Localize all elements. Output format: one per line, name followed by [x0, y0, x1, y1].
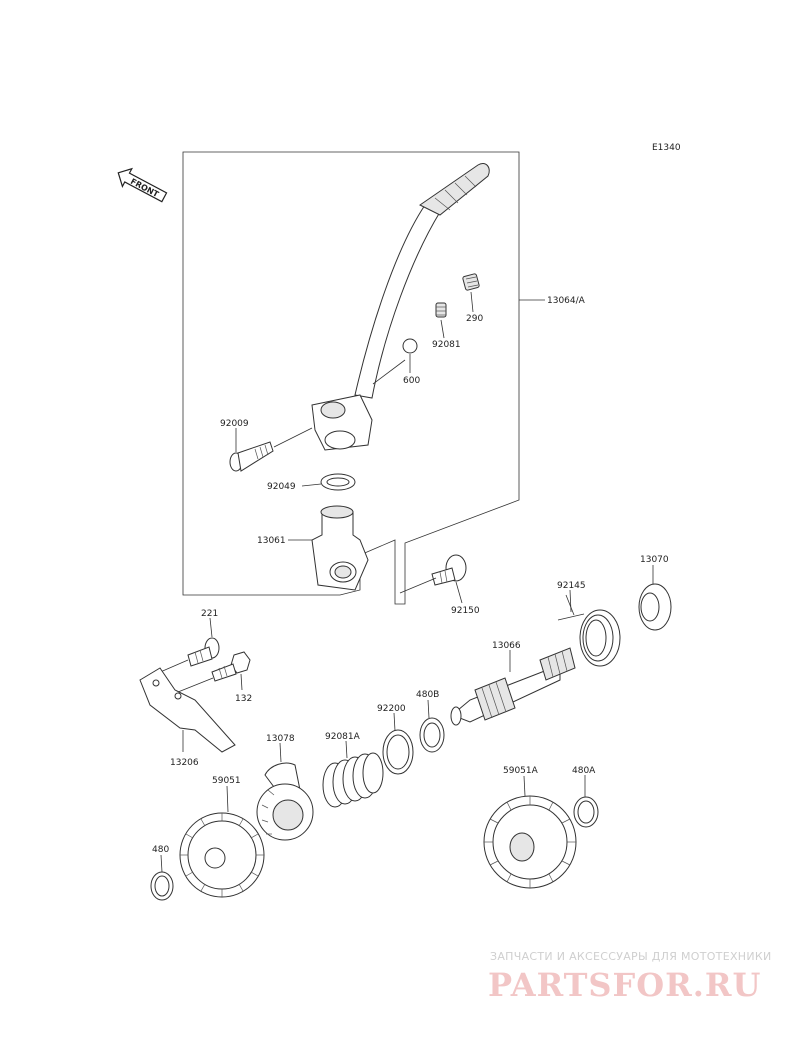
circlip-480 [150, 871, 174, 901]
ratchet-13078 [256, 762, 314, 841]
label-92081A: 92081A [325, 732, 361, 742]
spring-92081A [322, 752, 384, 808]
label-13064A: 13064/A [547, 296, 586, 306]
washer-92200 [382, 729, 414, 775]
label-92150: 92150 [451, 606, 480, 616]
spring-92081 [435, 302, 447, 318]
circlip-480B [419, 717, 445, 753]
boss-13061 [311, 505, 369, 591]
front-arrow-label: FRONT [129, 177, 161, 200]
spring-92145 [557, 594, 621, 667]
label-480: 480 [152, 845, 169, 855]
label-13078: 13078 [266, 734, 295, 744]
bolt-221 [187, 637, 220, 667]
gear-59051 [179, 812, 265, 898]
label-92200: 92200 [377, 704, 406, 714]
label-59051: 59051 [212, 776, 241, 786]
label-480A: 480A [572, 766, 596, 776]
label-92081: 92081 [432, 340, 461, 350]
watermark-logo: PARTSFOR.RU [488, 966, 762, 1004]
diagram-code: E1340 [652, 143, 681, 153]
label-132: 132 [235, 694, 252, 704]
label-92145: 92145 [557, 581, 586, 591]
gear-59051A [483, 795, 577, 889]
cap-290 [462, 273, 480, 291]
bolt-92009 [229, 441, 274, 472]
front-arrow-icon: FRONT [117, 167, 168, 203]
ball-600 [402, 338, 418, 354]
label-59051A: 59051A [503, 766, 539, 776]
label-92009: 92009 [220, 419, 249, 429]
label-221: 221 [201, 609, 218, 619]
watermark-tagline: ЗАПЧАСТИ И АКСЕССУАРЫ ДЛЯ МОТОТЕХНИКИ [490, 950, 772, 963]
assembly-frame [182, 151, 520, 605]
label-600: 600 [403, 376, 420, 386]
shaft-13066 [450, 647, 576, 726]
kick-pedal-lever [311, 162, 490, 451]
bolt-132 [211, 651, 251, 682]
label-13061: 13061 [257, 536, 286, 546]
label-480B: 480B [416, 690, 439, 700]
label-13070: 13070 [640, 555, 669, 565]
label-92049: 92049 [267, 482, 296, 492]
circlip-480A [573, 796, 599, 828]
label-13206: 13206 [170, 758, 199, 768]
bracket-13206 [139, 667, 236, 753]
bolt-92150 [431, 554, 467, 586]
label-13066: 13066 [492, 641, 521, 651]
guide-13070 [638, 565, 672, 631]
label-290: 290 [466, 314, 483, 324]
